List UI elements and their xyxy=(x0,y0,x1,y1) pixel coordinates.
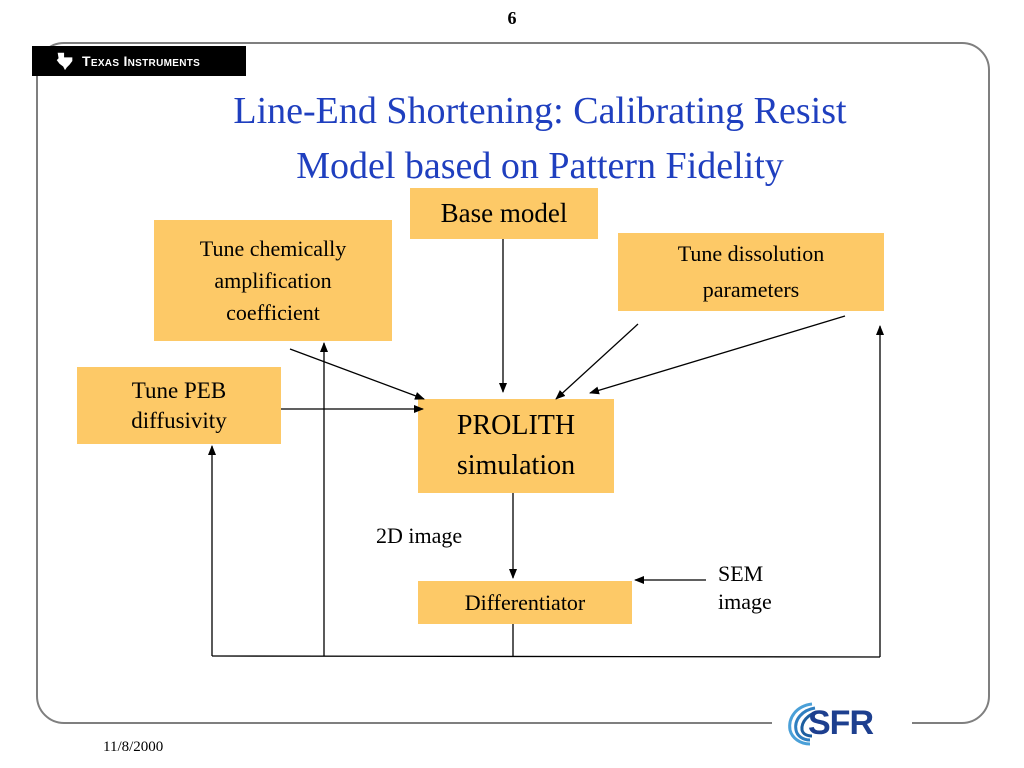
differentiator-box: Differentiator xyxy=(418,581,632,624)
prolith-line-1: PROLITH xyxy=(456,410,576,441)
slide-title: Line-End Shortening: Calibrating Resist … xyxy=(150,84,930,194)
differentiator-label: Differentiator xyxy=(464,589,586,615)
tune-peb-line-1: Tune PEB xyxy=(131,377,227,403)
prolith-simulation-box: PROLITH simulation xyxy=(418,399,614,493)
tune-chemical-box: Tune chemically amplification coefficien… xyxy=(154,220,392,341)
title-line-1: Line-End Shortening: Calibrating Resist xyxy=(233,90,847,132)
texas-state-icon xyxy=(56,52,73,71)
tune-peb-box: Tune PEB diffusivity xyxy=(77,367,281,444)
tune-chemical-line-3: coefficient xyxy=(226,299,320,325)
base-model-box: Base model xyxy=(410,188,598,239)
title-line-2: Model based on Pattern Fidelity xyxy=(296,145,784,187)
sfr-logo: SFR xyxy=(780,698,902,748)
feedback-bottom-line xyxy=(211,655,881,658)
prolith-line-2: simulation xyxy=(456,450,576,481)
tune-peb-line-2: diffusivity xyxy=(131,407,227,433)
tune-chemical-line-1: Tune chemically xyxy=(199,235,347,261)
base-model-label: Base model xyxy=(440,198,568,228)
sfr-logo-text: SFR xyxy=(808,704,874,742)
image-2d-label: 2D image xyxy=(376,523,463,548)
arrow-chemical-to-prolith xyxy=(289,348,425,400)
tune-dissolution-line-1: Tune dissolution xyxy=(677,241,825,266)
sem-image-label: SEM image xyxy=(718,560,772,616)
footer-date: 11/8/2000 xyxy=(103,739,164,755)
company-name: Texas Instruments xyxy=(82,53,201,69)
sfr-swoosh-icon xyxy=(788,702,819,746)
arrow-dissolution-to-prolith-1 xyxy=(555,323,639,400)
tune-chemical-line-2: amplification xyxy=(214,267,332,293)
tune-dissolution-box: Tune dissolution parameters xyxy=(618,233,884,311)
sem-line-2: image xyxy=(718,589,772,614)
slide-frame xyxy=(36,42,990,724)
tune-dissolution-line-2: parameters xyxy=(702,277,800,302)
sem-line-1: SEM xyxy=(718,561,764,586)
page-number: 6 xyxy=(507,8,517,28)
arrow-dissolution-to-prolith-2 xyxy=(589,315,846,395)
texas-instruments-logo: Texas Instruments xyxy=(32,46,246,76)
